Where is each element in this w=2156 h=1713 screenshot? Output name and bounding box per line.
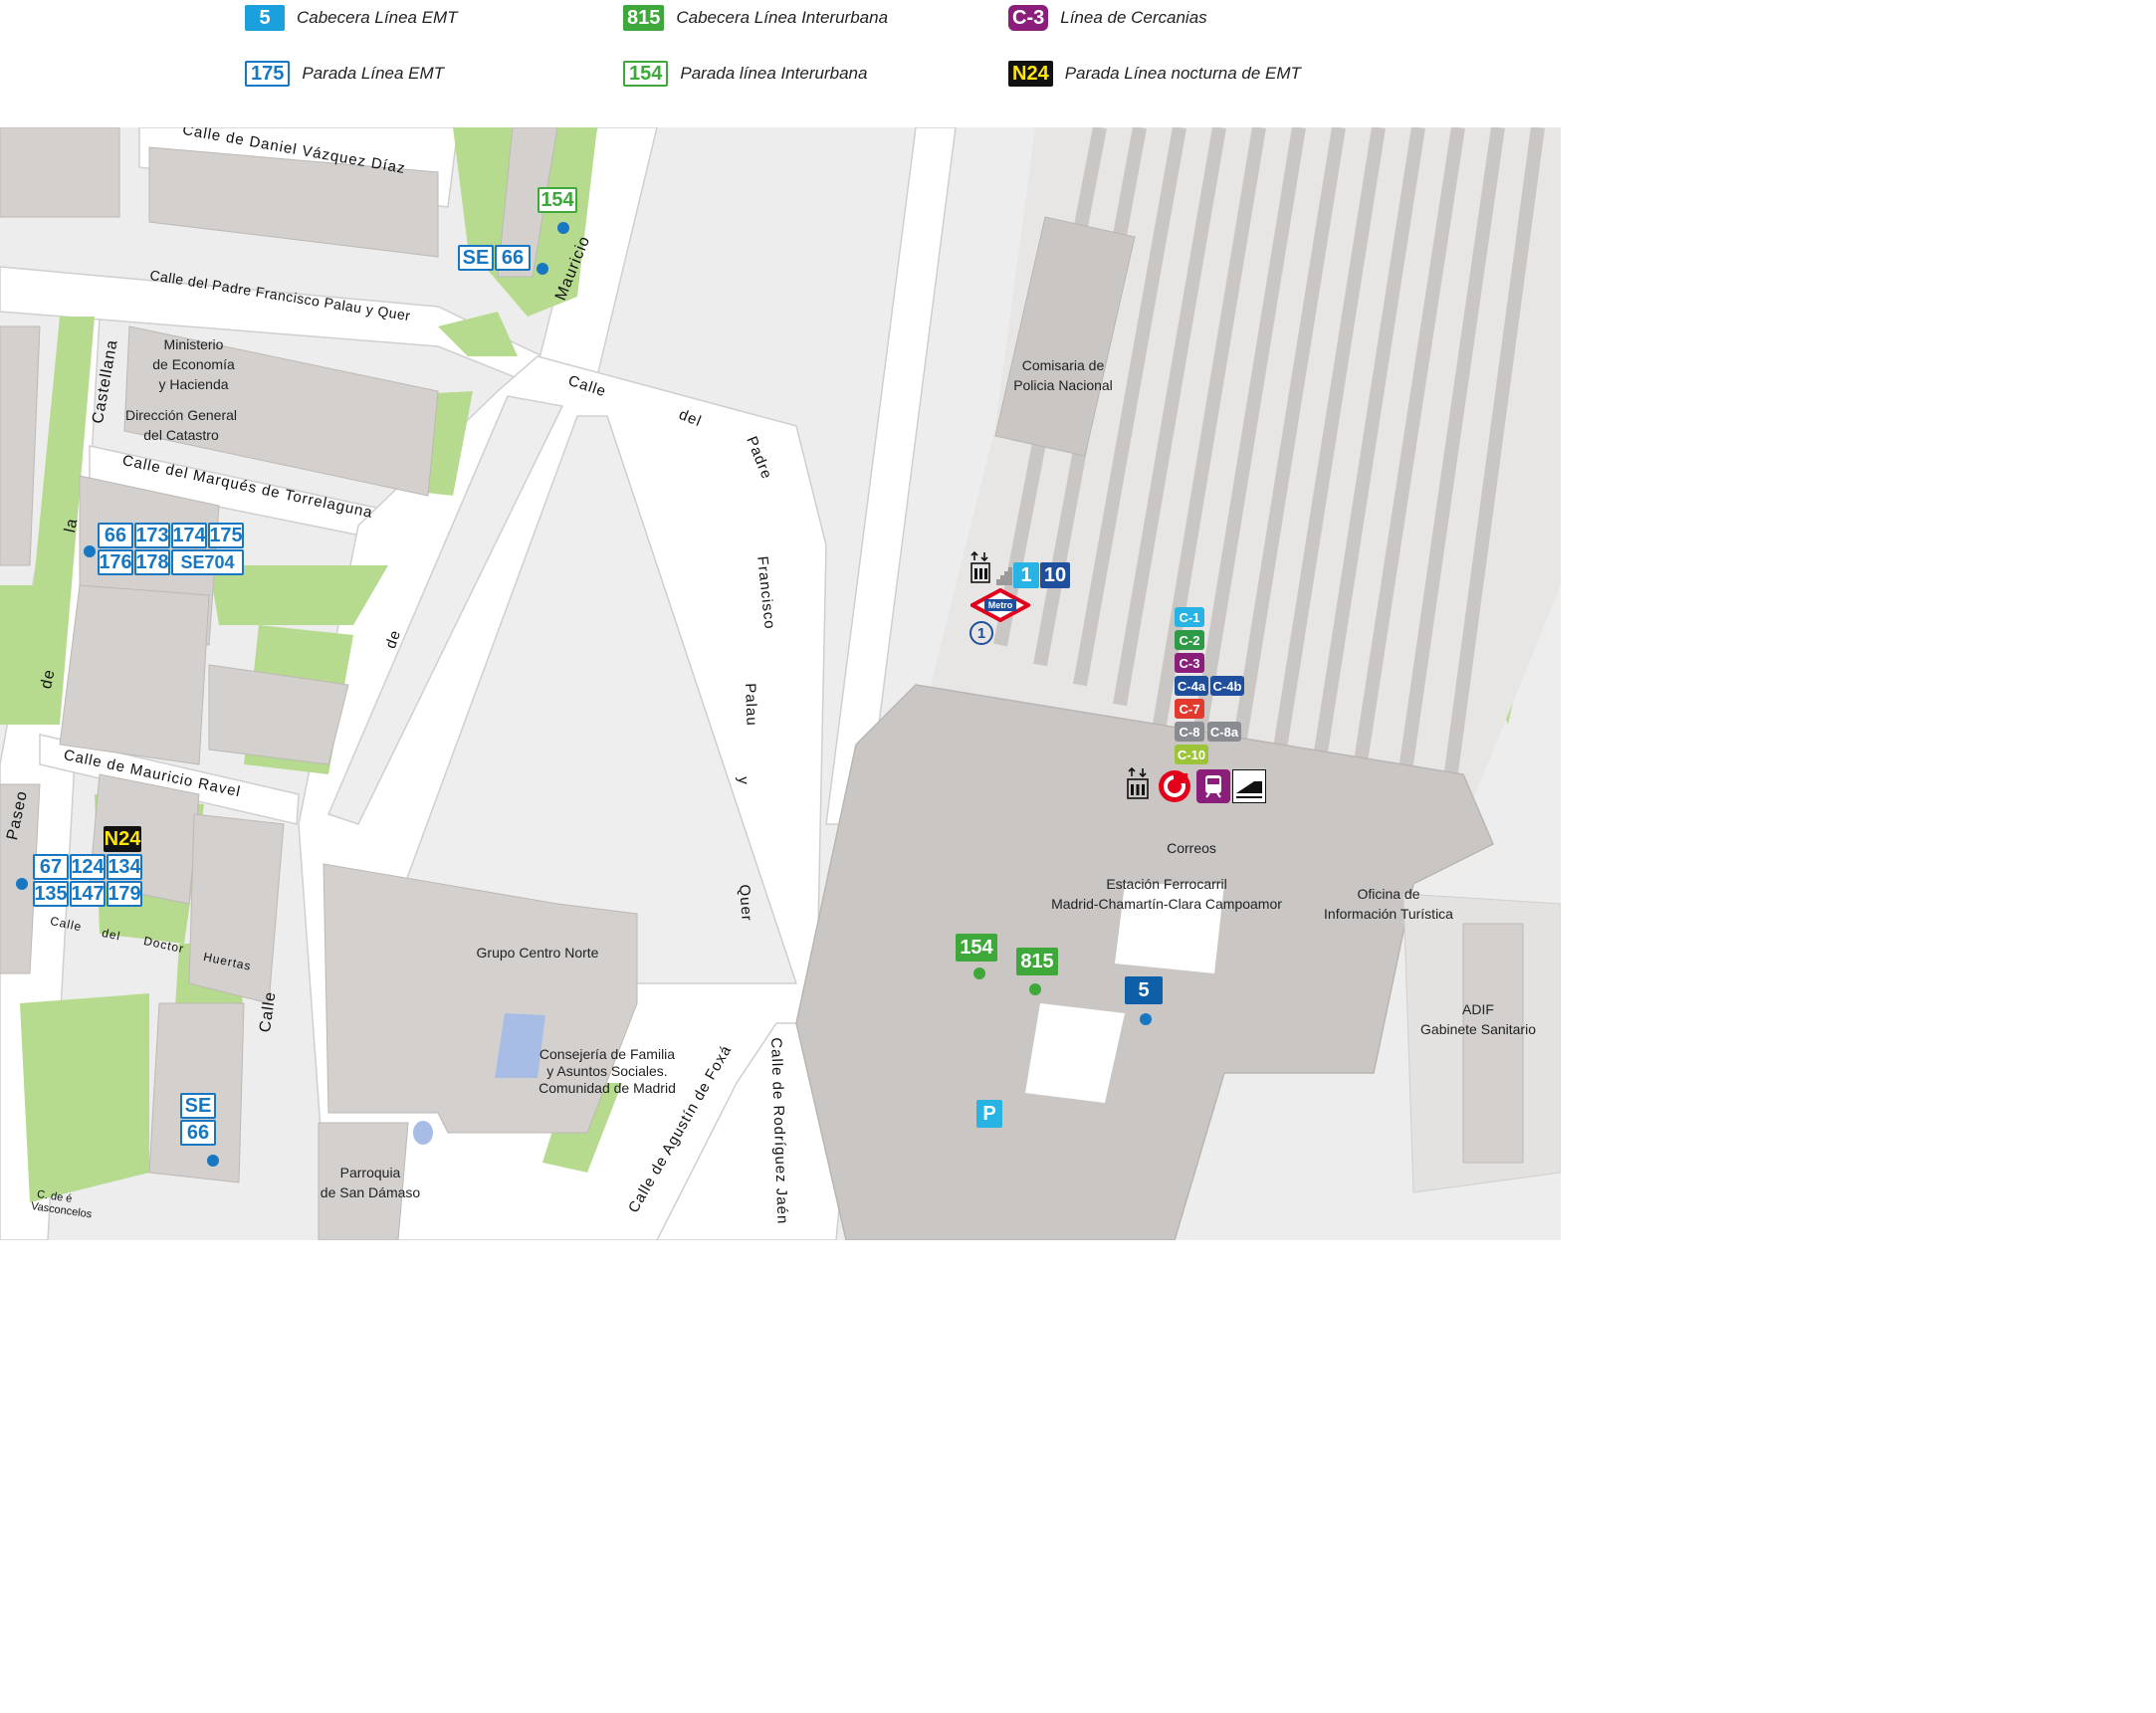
stop-badge[interactable]: 815 [1016,948,1058,975]
stop-dot [973,967,985,979]
legend-int-head: 815 Cabecera Línea Interurbana [623,5,888,31]
stop-bottom[interactable]: SE 66 [180,1093,216,1146]
street-y: y [735,776,753,786]
legend-int-head-badge: 815 [623,5,665,31]
legend-emt-head: 5 Cabecera Línea EMT [245,5,458,31]
stop-station-int-a[interactable]: 154 [956,934,997,962]
stop-badge[interactable]: 5 [1125,976,1163,1004]
central-island [366,415,798,984]
label-estacion: Estación Ferrocarril Madrid-Chamartín-Cl… [1051,876,1282,912]
legend-int-stop: 154 Parada línea Interurbana [623,61,867,87]
stop-castellana[interactable]: 66 173 174 175 176 178 SE704 [98,523,244,575]
stop-ravel-night[interactable]: N24 [104,826,141,852]
legend-night-label: Parada Línea nocturna de EMT [1064,64,1301,83]
legend-emt-stop-badge: 175 [245,61,291,87]
cercanias-badge[interactable]: C-3 [1175,653,1204,673]
stop-top-emt[interactable]: SE 66 [458,245,531,271]
legend-int-head-label: Cabecera Línea Interurbana [676,8,889,27]
metro-line-badge[interactable]: 1 [1013,562,1039,588]
stop-badge[interactable]: 179 [107,881,142,907]
street-quer: Quer [736,884,755,923]
label-parroquia: Parroquia de San Dámaso [320,1165,421,1200]
cercanias-badge[interactable]: C-1 [1175,607,1204,627]
legend-int-stop-badge: 154 [623,61,669,87]
metro-icon[interactable]: Metro [970,588,1030,622]
metro-label: Metro [987,600,1013,610]
stop-badge[interactable]: 175 [208,523,244,548]
stop-badge[interactable]: 124 [70,854,106,880]
stop-badge[interactable]: 134 [107,854,142,880]
stop-dot [207,1155,219,1167]
stop-badge[interactable]: 147 [70,881,106,907]
buildings [0,127,638,1240]
stop-badge[interactable]: SE [180,1093,216,1119]
legend-cercanias: C-3 Línea de Cercanias [1008,5,1207,31]
stop-badge[interactable]: 66 [495,245,531,271]
stop-dot [557,222,569,234]
high-speed-train-icon[interactable] [1232,769,1266,803]
legend-cercanias-label: Línea de Cercanias [1060,8,1207,27]
stop-badge[interactable]: 173 [134,523,170,548]
stop-badge[interactable]: 178 [134,549,170,575]
label-ministerio: Ministerio de Economía y Hacienda [152,336,235,392]
stop-badge[interactable]: N24 [104,826,141,852]
legend-cercanias-badge: C-3 [1008,5,1049,31]
cercanias-badge[interactable]: C-7 [1175,699,1204,719]
elevator-icon [970,550,990,584]
stop-dot [84,545,96,557]
elevator-icon [1127,766,1149,800]
cercanias-badge[interactable]: C-8a [1207,722,1241,742]
map-legend: 5 Cabecera Línea EMT 815 Cabecera Línea … [0,0,1561,127]
label-oficina: Oficina de Información Turística [1324,886,1453,922]
stop-badge[interactable]: 154 [538,187,577,213]
map-base [0,127,1561,1240]
stop-dot [537,263,548,275]
parking-icon[interactable]: P [976,1100,1002,1128]
stop-badge[interactable]: 67 [33,854,69,880]
stop-badge[interactable]: 176 [98,549,133,575]
legend-int-stop-label: Parada línea Interurbana [680,64,868,83]
label-grupo: Grupo Centro Norte [476,945,599,961]
metro-line-badge[interactable]: 10 [1040,562,1070,588]
pool [495,1013,545,1078]
label-adif: ADIF Gabinete Sanitario [1420,1001,1536,1037]
street-palau: Palau [742,683,760,727]
stop-badge[interactable]: 154 [956,934,997,962]
stop-dot [16,878,28,890]
legend-emt-head-badge: 5 [245,5,285,31]
stop-badge[interactable]: 66 [180,1120,216,1146]
stop-station-emt[interactable]: 5 [1125,976,1163,1004]
metro-exit-icon[interactable]: 1 [970,621,993,645]
cercanias-badge[interactable]: C-10 [1175,745,1208,764]
stop-badge[interactable]: SE [458,245,494,271]
legend-emt-stop-label: Parada Línea EMT [302,64,445,83]
legend-emt-head-label: Cabecera Línea EMT [297,8,458,27]
cercanias-badge[interactable]: C-4a [1175,676,1208,696]
stop-station-int-b[interactable]: 815 [1016,948,1058,975]
stop-top-int[interactable]: 154 [538,187,577,213]
escalator-icon [996,563,1012,585]
stop-badge[interactable]: 174 [171,523,207,548]
stop-badge[interactable]: 66 [98,523,133,548]
cercanias-badge[interactable]: C-8 [1175,722,1204,742]
stop-badge[interactable]: 135 [33,881,69,907]
stop-badge[interactable]: SE704 [171,549,244,575]
label-consejeria: Consejería de Familia y Asuntos Sociales… [539,1046,676,1096]
legend-night-badge: N24 [1008,61,1053,87]
map-area[interactable]: Ministerio de Economía y Hacienda Direcc… [0,127,1561,1240]
police-building [994,216,1136,457]
stop-ravel[interactable]: 67 124 134 135 147 179 [33,854,142,907]
legend-emt-stop: 175 Parada Línea EMT [245,61,444,87]
label-correos: Correos [1167,840,1216,856]
cercanias-badge[interactable]: C-2 [1175,630,1204,650]
renfe-icon[interactable] [1158,769,1191,803]
legend-night: N24 Parada Línea nocturna de EMT [1008,61,1301,87]
train-icon[interactable] [1196,769,1230,803]
stop-dot [1029,983,1041,995]
label-catastro: Dirección General del Catastro [124,407,238,443]
label-comisaria: Comisaria de Policia Nacional [1013,357,1113,393]
cercanias-badge[interactable]: C-4b [1210,676,1244,696]
stop-dot [1140,1013,1152,1025]
